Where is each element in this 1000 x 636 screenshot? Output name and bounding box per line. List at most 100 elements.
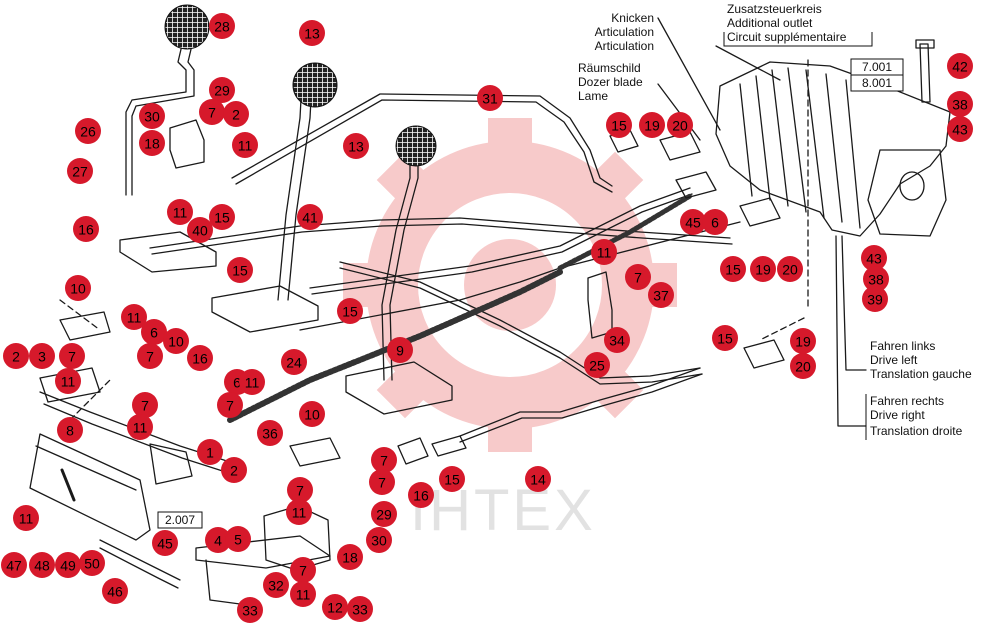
callout-7[interactable]: 7 [287,477,313,503]
callout-11[interactable]: 11 [286,499,312,525]
callout-3[interactable]: 3 [29,343,55,369]
callout-38[interactable]: 38 [863,266,889,292]
callout-15[interactable]: 15 [606,112,632,138]
callout-7[interactable]: 7 [132,392,158,418]
callout-27[interactable]: 27 [67,158,93,184]
callout-number: 7 [380,453,388,469]
callout-25[interactable]: 25 [584,352,610,378]
callout-11[interactable]: 11 [290,581,316,607]
label-fahren-links-fr: Translation gauche [870,367,972,381]
callout-41[interactable]: 41 [297,204,323,230]
callout-40[interactable]: 40 [187,217,213,243]
callout-50[interactable]: 50 [79,550,105,576]
callout-37[interactable]: 37 [648,282,674,308]
callout-7[interactable]: 7 [137,343,163,369]
callout-16[interactable]: 16 [73,216,99,242]
callout-26[interactable]: 26 [75,118,101,144]
callout-6[interactable]: 6 [141,319,167,345]
callout-13[interactable]: 13 [299,20,325,46]
callout-42[interactable]: 42 [947,53,973,79]
callout-11[interactable]: 11 [121,304,147,330]
callout-45[interactable]: 45 [152,530,178,556]
callout-1[interactable]: 1 [197,439,223,465]
callout-20[interactable]: 20 [790,353,816,379]
callout-5[interactable]: 5 [225,526,251,552]
callout-2[interactable]: 2 [223,101,249,127]
callout-11[interactable]: 11 [13,505,39,531]
callout-11[interactable]: 11 [239,369,265,395]
callout-19[interactable]: 19 [750,256,776,282]
callout-4[interactable]: 4 [205,527,231,553]
callout-38[interactable]: 38 [947,91,973,117]
callout-7[interactable]: 7 [369,469,395,495]
callout-11[interactable]: 11 [232,132,258,158]
callout-number: 16 [78,222,94,238]
callout-20[interactable]: 20 [667,112,693,138]
callout-10[interactable]: 10 [65,275,91,301]
callout-36[interactable]: 36 [257,420,283,446]
callout-18[interactable]: 18 [337,544,363,570]
callout-number: 20 [672,118,688,134]
callout-30[interactable]: 30 [366,527,392,553]
callout-34[interactable]: 34 [604,327,630,353]
callout-number: 7 [299,563,307,579]
callout-39[interactable]: 39 [862,286,888,312]
callout-7[interactable]: 7 [217,392,243,418]
callout-19[interactable]: 19 [639,112,665,138]
label-knicken: Knicken Articulation Articulation [595,11,654,53]
callout-bubble [139,103,165,129]
callout-10[interactable]: 10 [299,401,325,427]
callout-15[interactable]: 15 [720,256,746,282]
callout-7[interactable]: 7 [371,447,397,473]
callout-6[interactable]: 6 [702,209,728,235]
callout-7[interactable]: 7 [625,264,651,290]
callout-bubble [648,282,674,308]
callout-11[interactable]: 11 [127,414,153,440]
callout-8[interactable]: 8 [57,417,83,443]
callout-49[interactable]: 49 [55,552,81,578]
callout-14[interactable]: 14 [525,466,551,492]
callout-9[interactable]: 9 [387,337,413,363]
callout-46[interactable]: 46 [102,578,128,604]
callout-18[interactable]: 18 [139,130,165,156]
callout-30[interactable]: 30 [139,103,165,129]
callout-13[interactable]: 13 [343,133,369,159]
callout-7[interactable]: 7 [199,99,225,125]
callout-15[interactable]: 15 [209,204,235,230]
callout-11[interactable]: 11 [591,239,617,265]
callout-16[interactable]: 16 [408,482,434,508]
callout-16[interactable]: 16 [187,345,213,371]
callout-number: 43 [866,251,882,267]
callout-43[interactable]: 43 [861,245,887,271]
callout-33[interactable]: 33 [347,596,373,622]
callout-2[interactable]: 2 [221,457,247,483]
callout-33[interactable]: 33 [237,597,263,623]
callout-2[interactable]: 2 [3,343,29,369]
callout-32[interactable]: 32 [263,572,289,598]
callout-15[interactable]: 15 [712,325,738,351]
callout-11[interactable]: 11 [55,368,81,394]
callout-43[interactable]: 43 [947,116,973,142]
callout-7[interactable]: 7 [290,557,316,583]
callout-10[interactable]: 10 [163,328,189,354]
callout-29[interactable]: 29 [371,501,397,527]
callout-24[interactable]: 24 [281,349,307,375]
callout-number: 25 [589,358,605,374]
callout-28[interactable]: 28 [209,13,235,39]
callout-45[interactable]: 45 [680,209,706,235]
callout-7[interactable]: 7 [59,343,85,369]
callout-29[interactable]: 29 [209,77,235,103]
callout-20[interactable]: 20 [777,256,803,282]
callout-bubble [947,91,973,117]
callout-bubble [287,477,313,503]
callout-15[interactable]: 15 [337,298,363,324]
callout-31[interactable]: 31 [477,85,503,111]
callout-19[interactable]: 19 [790,328,816,354]
callout-number: 36 [262,426,278,442]
callout-47[interactable]: 47 [1,552,27,578]
callout-48[interactable]: 48 [29,552,55,578]
callout-15[interactable]: 15 [439,466,465,492]
callout-11[interactable]: 11 [167,199,193,225]
callout-15[interactable]: 15 [227,257,253,283]
callout-12[interactable]: 12 [322,594,348,620]
